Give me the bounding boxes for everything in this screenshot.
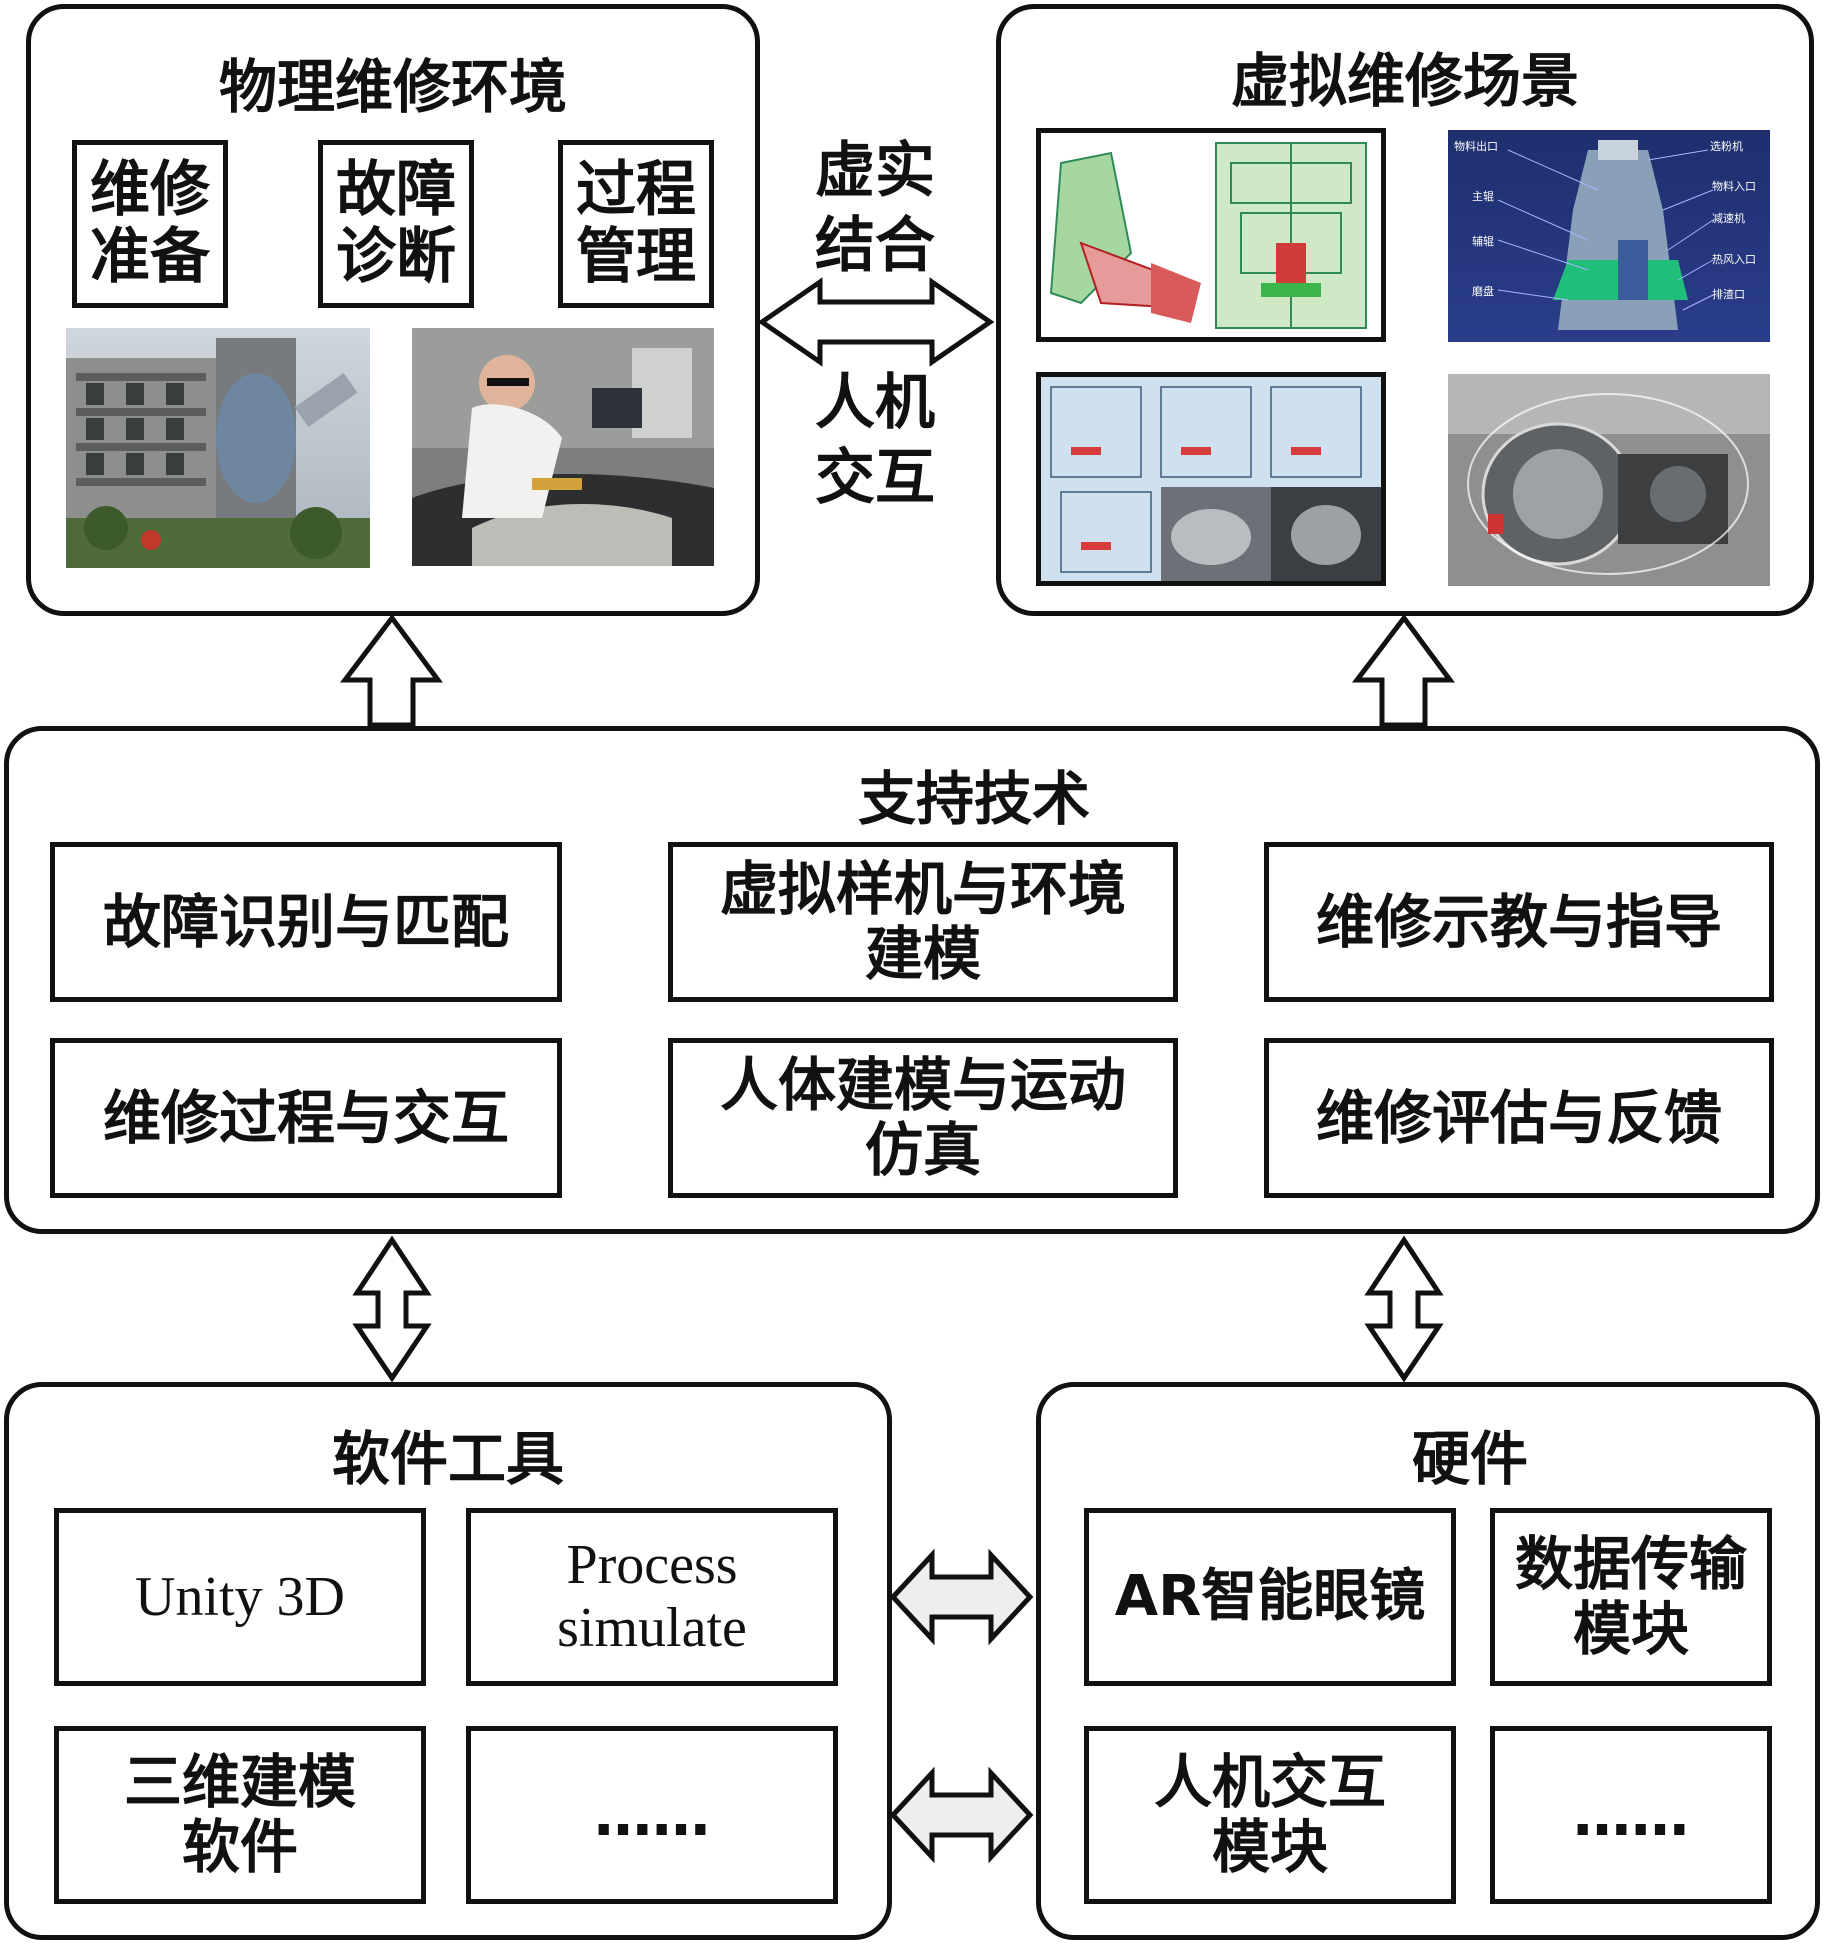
hardware-title: 硬件	[1411, 1425, 1528, 1493]
software-tools-title: 软件工具	[331, 1425, 564, 1493]
process-management-box: 过程 管理	[558, 140, 714, 308]
process-simulate-box: Process simulate	[466, 1508, 838, 1686]
hydraulic-simulation-collage	[1036, 372, 1386, 586]
software-more-box: ……	[466, 1726, 838, 1904]
maintenance-prep-box: 维修 准备	[72, 140, 228, 308]
fault-recognition-box: 故障识别与匹配	[50, 842, 562, 1002]
fault-diagnosis-box: 故障 诊断	[318, 140, 474, 308]
double-arrow-top-horizontal	[757, 277, 995, 367]
maintenance-process-interaction-box: 维修过程与交互	[50, 1038, 562, 1198]
up-arrow-left	[339, 613, 443, 728]
double-arrow-right-vertical	[1364, 1235, 1444, 1383]
physical-environment-title: 物理维修环境	[218, 53, 567, 121]
factory-photo	[66, 328, 370, 568]
mill-label-material-inlet: 物料入口	[1712, 179, 1756, 193]
virtual-scene-title: 虚拟维修场景	[1230, 47, 1579, 115]
maintenance-teaching-box: 维修示教与指导	[1264, 842, 1774, 1002]
mill-label-reducer: 减速机	[1712, 211, 1745, 225]
mill-label-hot-air-inlet: 热风入口	[1712, 253, 1756, 266]
3d-modeling-software-box: 三维建模 软件	[54, 1726, 426, 1904]
mill-label-separator: 选粉机	[1710, 139, 1743, 153]
ar-smart-glasses-box: AR智能眼镜	[1084, 1508, 1456, 1686]
hardware-more-box: ……	[1490, 1726, 1772, 1904]
data-transmission-module-box: 数据传输 模块	[1490, 1508, 1772, 1686]
support-technology-title: 支持技术	[857, 765, 1090, 833]
virtual-prototype-modeling-box: 虚拟样机与环境 建模	[668, 842, 1178, 1002]
double-arrow-bottom-2	[889, 1766, 1034, 1864]
unity-3d-box: Unity 3D	[54, 1508, 426, 1686]
double-arrow-left-vertical	[352, 1235, 432, 1383]
virtual-real-combination-label: 虚实 结合	[815, 136, 935, 281]
engine-ar-render	[1448, 374, 1770, 586]
human-machine-interaction-label: 人机 交互	[815, 368, 935, 513]
mill-label-aux-roller: 辅辊	[1472, 234, 1494, 248]
cad-mill-drawing	[1036, 128, 1386, 342]
mill-3d-render: 物料出口 主辊 辅辊 磨盘 选粉机 物料入口 减速机 热风入口 排渣口	[1448, 130, 1770, 342]
mill-label-material-outlet: 物料出口	[1454, 139, 1498, 153]
double-arrow-bottom-1	[889, 1548, 1034, 1646]
mill-label-slag-outlet: 排渣口	[1712, 287, 1745, 301]
hci-module-box: 人机交互 模块	[1084, 1726, 1456, 1904]
mill-label-main-roller: 主辊	[1472, 189, 1494, 203]
mill-label-grinding-disc: 磨盘	[1472, 284, 1494, 298]
human-modeling-simulation-box: 人体建模与运动 仿真	[668, 1038, 1178, 1198]
maintenance-evaluation-box: 维修评估与反馈	[1264, 1038, 1774, 1198]
up-arrow-right	[1351, 613, 1455, 728]
worker-photo	[412, 328, 714, 566]
